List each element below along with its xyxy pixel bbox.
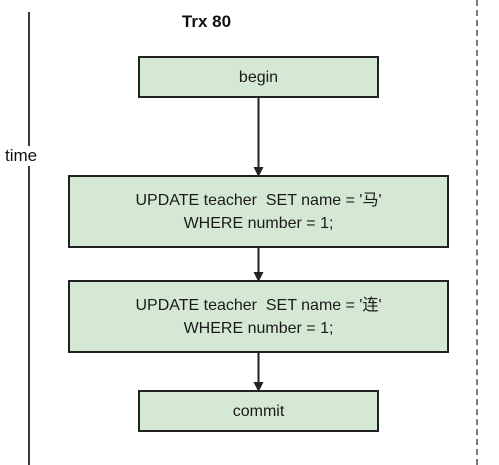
step-update-1-box: UPDATE teacher SET name = '马' WHERE numb… [68, 175, 449, 248]
step-begin-label: begin [238, 68, 279, 86]
step-update-1-line-2: WHERE number = 1; [183, 214, 334, 232]
step-begin-box: begin [138, 56, 379, 98]
step-update-1-line-1: UPDATE teacher SET name = '马' [135, 191, 382, 209]
dashed-divider [476, 0, 478, 465]
transaction-title: Trx 80 [181, 12, 232, 31]
step-update-2-box: UPDATE teacher SET name = '连' WHERE numb… [68, 280, 449, 353]
step-update-2-line-2: WHERE number = 1; [183, 319, 334, 337]
transaction-title-row: Trx 80 [0, 12, 499, 32]
step-commit-box: commit [138, 390, 379, 432]
step-commit-label: commit [232, 402, 285, 420]
time-axis-label: time [4, 146, 39, 166]
step-update-2-line-1: UPDATE teacher SET name = '连' [135, 296, 382, 314]
time-axis-line [28, 12, 30, 465]
